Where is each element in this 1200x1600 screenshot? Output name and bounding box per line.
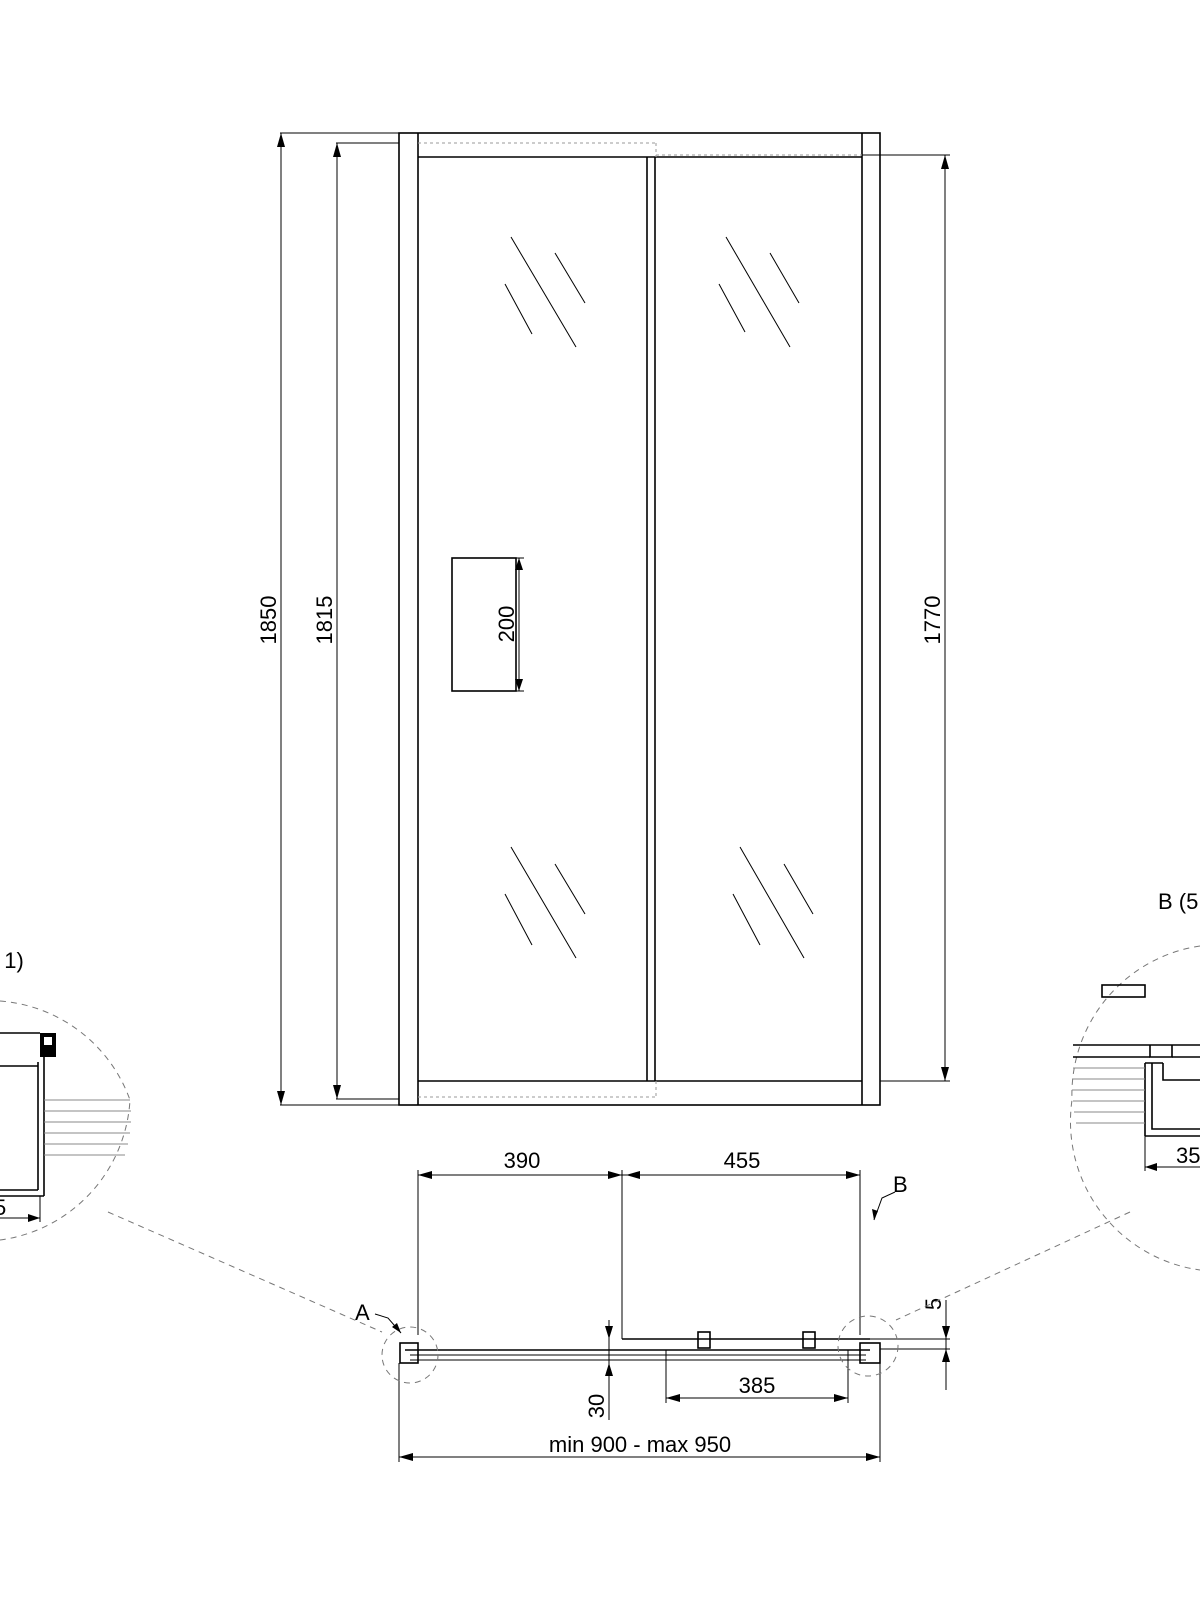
detail-circle-b (837, 1315, 899, 1377)
dim-right-width: 455 (724, 1148, 761, 1173)
detail-b-dim: 35 (1176, 1143, 1200, 1168)
dim-offset: 5 (921, 1298, 946, 1310)
roller-left (697, 1331, 711, 1349)
detail-a-dim: 5 (0, 1195, 6, 1220)
plan-view: 390 455 5 30 385 min 900 - max 950 (355, 1148, 950, 1462)
detail-circle-a (381, 1326, 439, 1384)
dim-handle-height: 200 (494, 606, 519, 643)
dim-total-width: min 900 - max 950 (549, 1432, 731, 1457)
detail-a: : 1) 5 (0, 948, 383, 1333)
detail-a-title: : 1) (0, 948, 24, 973)
dim-fixed-panel-height: 1815 (312, 596, 337, 645)
door-handle (451, 557, 517, 692)
dim-depth: 30 (584, 1394, 609, 1418)
wall-profile-a (399, 1342, 419, 1364)
glass-reflections (504, 236, 814, 959)
wall-profile-b (859, 1342, 881, 1364)
detail-b-glass-edge (1101, 984, 1146, 998)
dim-overall-height: 1850 (256, 596, 281, 645)
dim-door-width: 385 (739, 1373, 776, 1398)
roller-right (802, 1331, 816, 1349)
label-b: B (893, 1172, 908, 1197)
detail-b-title: B (5 (1158, 889, 1198, 914)
label-a: A (355, 1300, 370, 1325)
dim-door-height: 1770 (920, 596, 945, 645)
front-view: 1850 1815 200 1770 (256, 132, 950, 1106)
outer-frame (398, 132, 881, 1106)
dim-left-width: 390 (504, 1148, 541, 1173)
detail-b: B (5 35 (895, 889, 1200, 1321)
